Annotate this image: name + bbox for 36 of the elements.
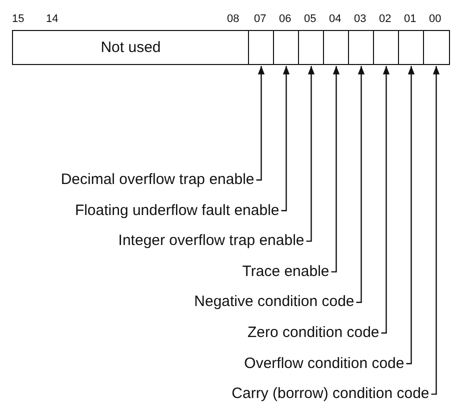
bit-cell bbox=[323, 30, 350, 65]
bit-cell bbox=[273, 30, 300, 65]
leader-arrow bbox=[256, 66, 265, 181]
bit-number: 05 bbox=[304, 13, 316, 25]
bit-description: Zero condition code bbox=[248, 324, 380, 342]
bit-number: 06 bbox=[279, 13, 292, 25]
bit-description: Floating underflow fault enable bbox=[74, 202, 280, 220]
leader-arrow bbox=[381, 66, 390, 334]
bit-description: Negative condition code bbox=[194, 293, 354, 312]
bit-description: Decimal overflow trap enable bbox=[60, 171, 254, 189]
bit-description: Carry (borrow) condition code bbox=[232, 385, 430, 404]
bit-number: 03 bbox=[354, 13, 366, 25]
register-field: Not used bbox=[12, 30, 250, 65]
bit-number: 04 bbox=[329, 13, 342, 25]
bit-description: Integer overflow trap enable bbox=[118, 232, 304, 250]
bit-cell bbox=[348, 30, 374, 65]
leader-arrow bbox=[281, 66, 290, 212]
bit-number: 07 bbox=[254, 13, 266, 25]
leader-arrow bbox=[431, 66, 440, 395]
bit-number: 08 bbox=[227, 13, 240, 25]
bit-cell bbox=[423, 30, 450, 65]
bit-cell bbox=[373, 30, 400, 65]
bit-number: 00 bbox=[429, 13, 442, 25]
bit-number: 15 bbox=[12, 13, 24, 25]
bit-cell bbox=[398, 30, 424, 65]
bit-number: 14 bbox=[46, 13, 58, 25]
bit-cell bbox=[248, 30, 274, 65]
bit-number: 01 bbox=[404, 13, 416, 25]
leader-arrow bbox=[406, 66, 415, 364]
leader-arrow bbox=[331, 66, 340, 272]
bit-cell bbox=[298, 30, 324, 65]
bit-description: Trace enable bbox=[242, 262, 330, 281]
bit-description: Overflow condition code bbox=[244, 354, 404, 373]
bit-number: 02 bbox=[379, 13, 392, 25]
leader-arrow bbox=[306, 66, 315, 242]
leader-arrow bbox=[356, 66, 365, 303]
